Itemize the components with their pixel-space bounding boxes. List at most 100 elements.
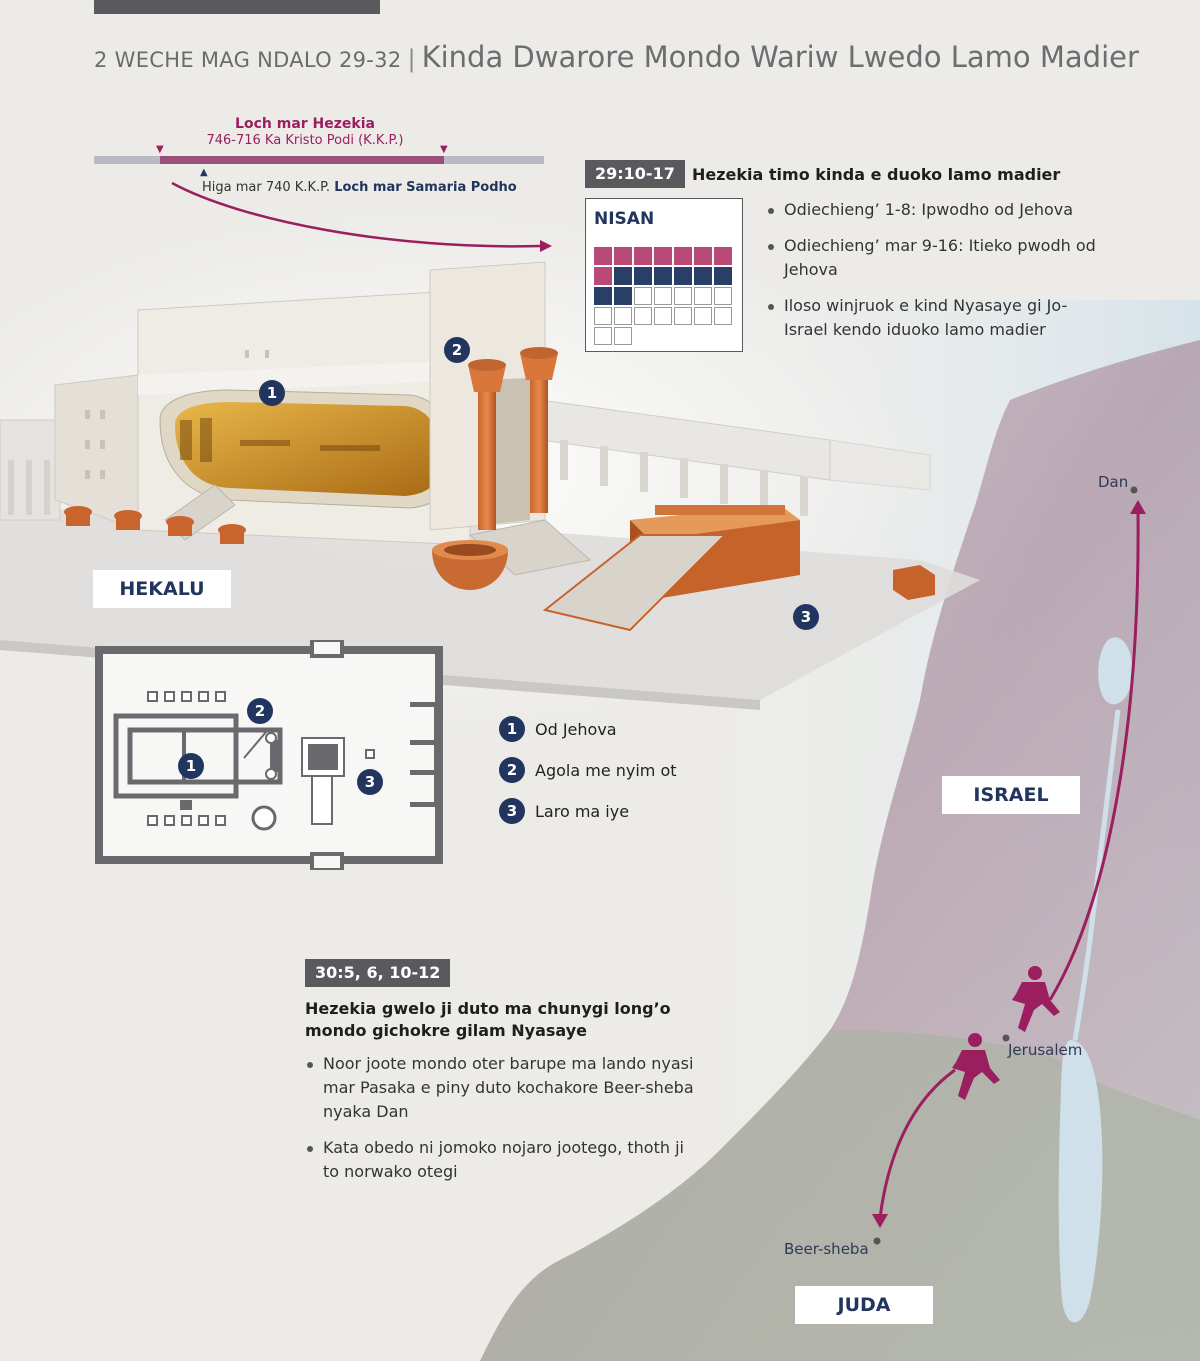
header-kicker: 2 WECHE MAG NDALO 29-32 — [94, 48, 402, 72]
calendar-day-cleansing — [694, 247, 712, 265]
event-marker: ▲ — [200, 167, 208, 178]
copper-altar — [542, 505, 800, 632]
list-item: Kata obedo ni jomoko nojaro jootego, tho… — [305, 1136, 705, 1184]
runner-icon — [1012, 966, 1060, 1032]
calendar-day-sanctifying — [614, 287, 632, 305]
legend-item: 3 Laro ma iye — [499, 798, 677, 824]
southern-terrain — [480, 1030, 1200, 1361]
region-label-israel: ISRAEL — [942, 776, 1080, 814]
calendar-day — [694, 307, 712, 325]
page-header: 2 WECHE MAG NDALO 29-32|Kinda Dwarore Mo… — [94, 40, 1174, 74]
legend: 1 Od Jehova 2 Agola me nyim ot 3 Laro ma… — [499, 716, 677, 839]
calendar-day-cleansing — [614, 247, 632, 265]
legend-label: Laro ma iye — [535, 801, 630, 821]
reign-dates: 746-716 Ka Kristo Podi (K.K.P.) — [206, 133, 404, 148]
legend-item: 1 Od Jehova — [499, 716, 677, 742]
scripture-ref-2: 30:5, 6, 10-12 — [305, 959, 451, 987]
legend-item: 2 Agola me nyim ot — [499, 757, 677, 783]
legend-number: 2 — [499, 757, 525, 783]
legend-number: 1 — [499, 716, 525, 742]
dan-dot — [1130, 486, 1138, 494]
route-to-beersheba — [878, 1068, 956, 1219]
calendar-day — [714, 287, 732, 305]
calendar-day — [594, 327, 612, 345]
reign-title: Loch mar Hezekia — [235, 116, 375, 132]
legend-label: Agola me nyim ot — [535, 760, 677, 780]
list-item: Iloso winjruok e kind Nyasaye gi Jo-Isra… — [766, 294, 1096, 342]
calendar-day-cleansing — [634, 247, 652, 265]
calendar-month: NISAN — [594, 209, 655, 229]
dead-sea — [1058, 1040, 1103, 1323]
calendar-day-sanctifying — [654, 267, 672, 285]
calendar-day-cleansing — [594, 247, 612, 265]
region-label-juda: JUDA — [795, 1286, 933, 1324]
event-prefix: Higa mar 740 K.K.P. — [202, 180, 331, 195]
legend-number: 3 — [499, 798, 525, 824]
calendar-day-sanctifying — [594, 287, 612, 305]
header-separator: | — [407, 45, 416, 73]
calendar-day-cleansing — [654, 247, 672, 265]
event-bold: Loch mar Samaria Podho — [334, 180, 517, 195]
calendar-day-cleansing — [714, 247, 732, 265]
temple-floor-plan — [95, 640, 443, 870]
reign-span — [160, 156, 444, 164]
copper-stands — [64, 506, 246, 544]
calendar-day-sanctifying — [614, 267, 632, 285]
place-jerusalem: Jerusalem — [1008, 1041, 1083, 1059]
temple-label: HEKALU — [93, 570, 231, 608]
event-label: Higa mar 740 K.K.P. Loch mar Samaria Pod… — [202, 180, 517, 195]
page-title: Kinda Dwarore Mondo Wariw Lwedo Lamo Mad… — [421, 40, 1139, 74]
legend-label: Od Jehova — [535, 719, 617, 739]
section1-title: Hezekia timo kinda e duoko lamo madier — [692, 165, 1061, 184]
marker-1: 1 — [259, 380, 285, 406]
calendar-day-cleansing — [674, 247, 692, 265]
section2-bullets: Noor joote mondo oter barupe ma lando ny… — [305, 1052, 705, 1196]
calendar-day — [654, 287, 672, 305]
jerusalem-dot — [1002, 1034, 1010, 1042]
beersheba-dot — [873, 1237, 881, 1245]
calendar-day — [694, 287, 712, 305]
runner-icon — [952, 1033, 1000, 1100]
route-to-dan — [1048, 511, 1140, 1001]
marker-3: 3 — [793, 604, 819, 630]
place-beersheba: Beer-sheba — [784, 1240, 869, 1258]
list-item: Odiechieng’ 1-8: Ipwodho od Jehova — [766, 198, 1096, 222]
calendar-day-cleansing — [594, 267, 612, 285]
calendar-day-sanctifying — [674, 267, 692, 285]
list-item: Noor joote mondo oter barupe ma lando ny… — [305, 1052, 705, 1124]
bronze-pillars — [468, 347, 558, 530]
reign-end-marker: ▼ — [440, 144, 448, 155]
place-dan: Dan — [1098, 473, 1129, 491]
calendar-day — [634, 307, 652, 325]
section2-title: Hezekia gwelo ji duto ma chunygi long’o … — [305, 999, 671, 1040]
copper-sea — [432, 540, 508, 590]
nisan-calendar: NISAN — [585, 198, 743, 352]
plan-marker-3: 3 — [357, 769, 383, 795]
calendar-grid — [594, 247, 738, 345]
list-item: Odiechieng’ mar 9-16: Itieko pwodh od Je… — [766, 234, 1096, 282]
scripture-ref-1: 29:10-17 — [585, 160, 685, 188]
offering-box — [893, 565, 935, 600]
plan-marker-1: 1 — [178, 753, 204, 779]
calendar-day-sanctifying — [694, 267, 712, 285]
section1-bullets: Odiechieng’ 1-8: Ipwodho od Jehova Odiec… — [766, 198, 1096, 354]
plan-marker-2: 2 — [247, 698, 273, 724]
colonnade-pillars — [560, 440, 808, 516]
calendar-day — [714, 307, 732, 325]
calendar-day — [594, 307, 612, 325]
calendar-day — [674, 307, 692, 325]
sea-of-galilee — [1098, 637, 1133, 705]
jordan-river — [1072, 709, 1121, 1041]
calendar-day — [634, 287, 652, 305]
calendar-day — [674, 287, 692, 305]
top-bar — [94, 0, 380, 14]
timeline-arrow — [171, 181, 541, 248]
calendar-day — [614, 327, 632, 345]
calendar-day — [614, 307, 632, 325]
calendar-day-sanctifying — [634, 267, 652, 285]
marker-2: 2 — [444, 337, 470, 363]
calendar-day-sanctifying — [714, 267, 732, 285]
reign-start-marker: ▼ — [156, 144, 164, 155]
calendar-day — [654, 307, 672, 325]
